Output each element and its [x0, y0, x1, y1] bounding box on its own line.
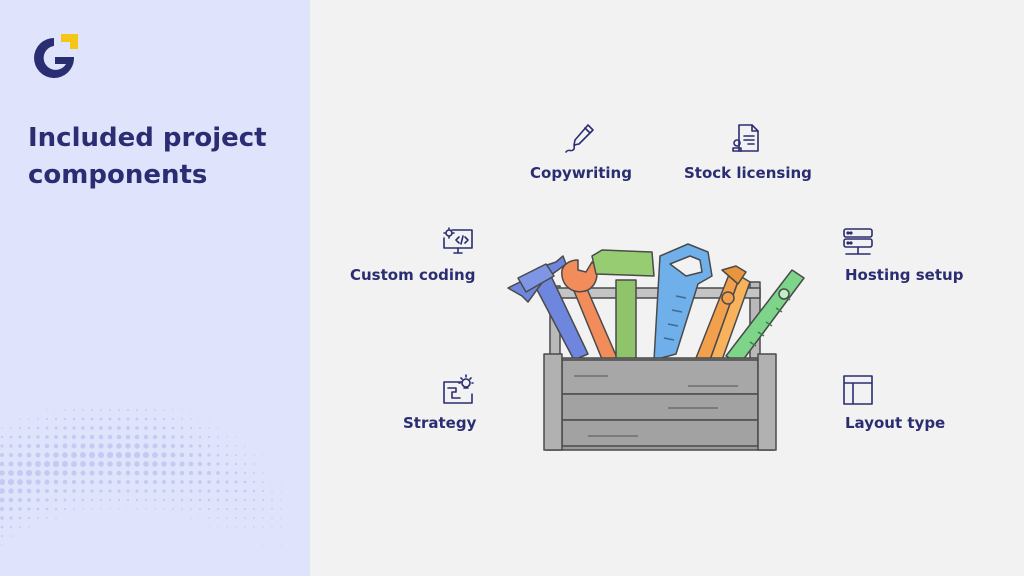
hammer-tool	[507, 255, 589, 361]
pliers-tool	[695, 265, 751, 361]
component-layout-type: Layout type	[842, 374, 952, 434]
layout-icon	[843, 375, 873, 405]
custom-coding-label: Custom coding	[350, 266, 476, 284]
left-panel: Included project components	[0, 0, 310, 576]
dot-pattern-decoration	[0, 409, 291, 546]
component-stock-licensing: Stock licensing	[684, 122, 814, 182]
hosting-setup-label: Hosting setup	[845, 266, 964, 284]
stock-licensing-label: Stock licensing	[684, 164, 812, 182]
component-copywriting: Copywriting	[530, 122, 640, 182]
monitor-code-icon	[443, 227, 473, 254]
component-strategy: Strategy	[400, 374, 476, 434]
company-logo	[34, 34, 78, 78]
strategy-label: Strategy	[403, 414, 477, 432]
layout-type-label: Layout type	[845, 414, 946, 432]
component-custom-coding: Custom coding	[350, 226, 476, 286]
toolbox-front-panel	[561, 359, 759, 395]
pen-icon	[565, 124, 594, 153]
saw-tool	[653, 243, 713, 361]
server-icon	[843, 228, 873, 255]
mallet-tool	[591, 249, 655, 361]
document-stamp-icon	[732, 124, 759, 152]
page-title: Included project components	[28, 120, 298, 194]
toolbox-illustration	[507, 243, 805, 451]
strategy-plan-icon	[443, 374, 474, 404]
page-title-line-2: components	[28, 160, 208, 190]
component-hosting-setup: Hosting setup	[842, 226, 972, 286]
copywriting-label: Copywriting	[530, 164, 632, 182]
page-title-line-1: Included project	[28, 123, 267, 153]
